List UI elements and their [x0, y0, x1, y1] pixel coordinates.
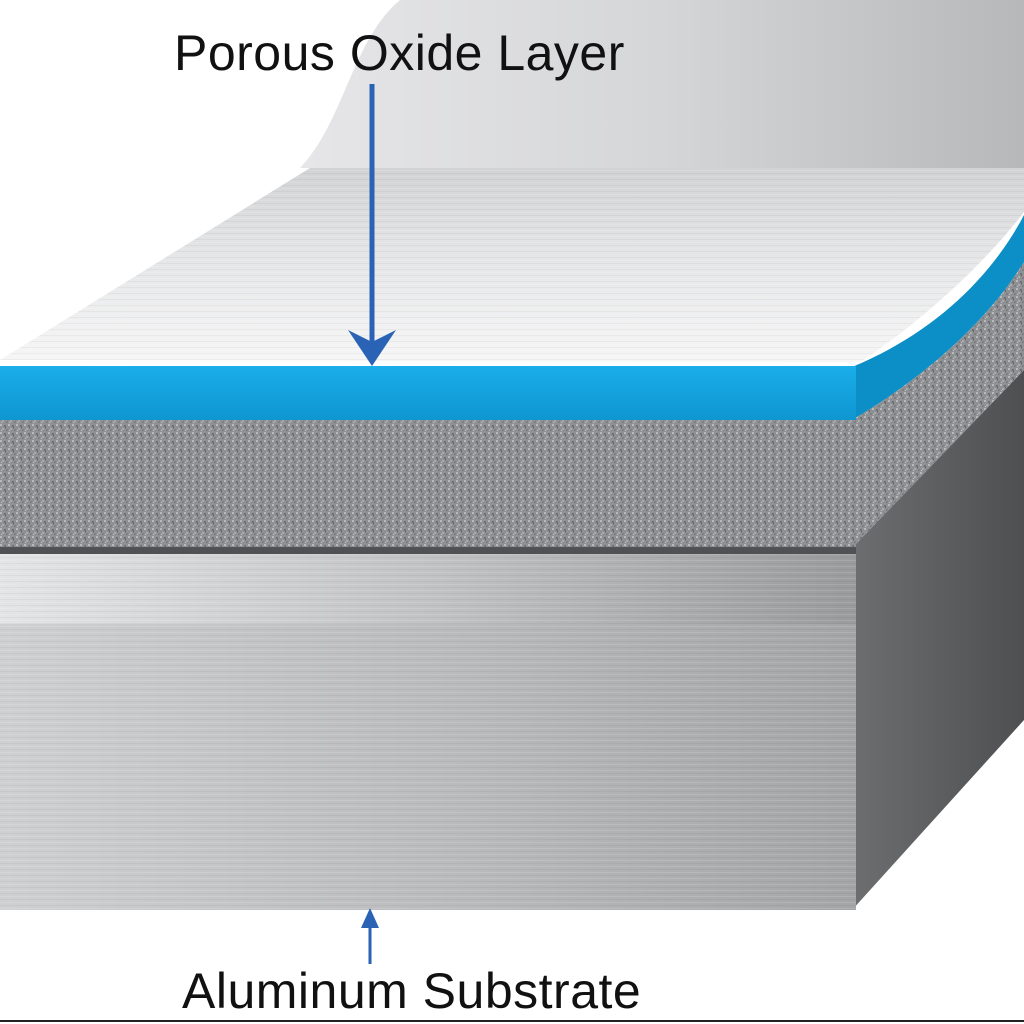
porous-oxide-layer [0, 420, 856, 550]
blue-coating-layer [0, 366, 856, 420]
right-side-oxide [852, 262, 1024, 548]
top-arrowhead [348, 330, 396, 366]
right-side-coating [852, 215, 1024, 420]
curved-sheet [300, 0, 1024, 168]
porous-oxide-layer-label: Porous Oxide Layer [174, 25, 625, 81]
right-side-substrate [852, 370, 1024, 910]
aluminum-substrate-label: Aluminum Substrate [182, 963, 642, 1019]
bottom-arrowhead [361, 908, 379, 928]
